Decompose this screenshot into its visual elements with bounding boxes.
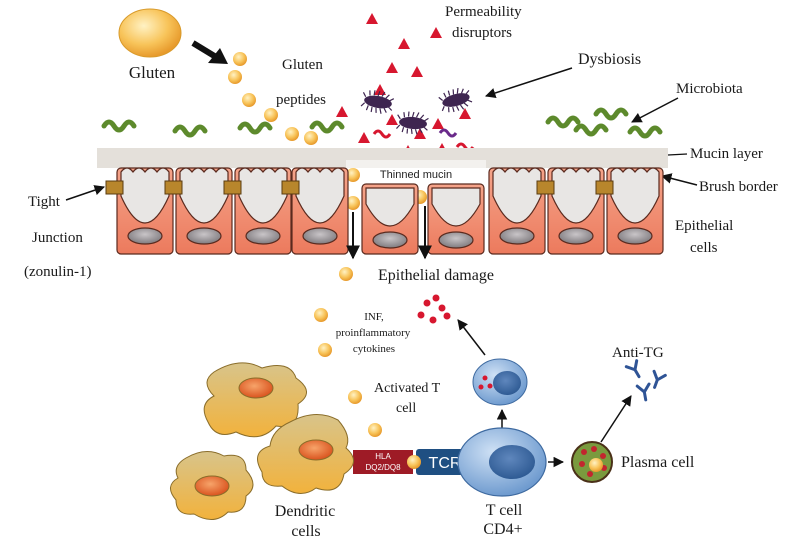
tcr-label: TCR [429,455,462,472]
epithelial-cells [116,167,664,255]
permeability-label-2: disruptors [452,25,512,41]
anti-tg-label: Anti-TG [612,345,664,361]
epithelial-damage-label: Epithelial damage [378,267,494,284]
tight-junction-label-1: Tight [28,194,61,210]
epithelial-cells-label-2: cells [690,240,718,256]
inf-label-2: proinflammatory [336,327,411,339]
gluten-peptides-label-1: Gluten [282,57,323,73]
permeability-label-1: Permeability [445,4,522,20]
activated-t-cell-icon [472,358,528,406]
t-cell-label-1: T cell [486,502,523,519]
t-cell-cd4-icon [457,427,547,497]
tight-junction-label-2: Junction [32,230,83,246]
gluten-blob-icon [118,8,182,58]
tight-junction-label-3: (zonulin-1) [24,264,91,280]
dendritic-cells-icon [170,362,354,520]
dendritic-cells-label-1: Dendritic [275,503,335,520]
dendritic-cells-label-2: cells [291,523,320,540]
anti-tg-antibody-icon [624,359,667,403]
epithelial-cells-label-1: Epithelial [675,218,733,234]
t-cell-label-2: CD4+ [483,521,522,538]
inf-label-1: INF, [364,311,384,323]
presented-peptide-icon [407,455,421,469]
activated-t-cell-label-2: cell [396,401,416,416]
mucin-layer [97,148,668,168]
plasma-cell-label: Plasma cell [621,454,695,471]
gluten-arrow-icon [208,48,228,64]
microbiota-label: Microbiota [676,81,743,97]
hla-label-2: DQ2/DQ8 [365,463,401,472]
activated-t-cell-label-1: Activated T [374,381,441,396]
plasma-cell-icon [571,441,613,483]
cytokines-icon [417,294,451,324]
mucin-layer-label: Mucin layer [690,146,763,162]
brush-border-label: Brush border [699,179,778,195]
gluten-peptides-label-2: peptides [276,92,326,108]
gluten-label: Gluten [129,63,176,82]
thinned-mucin-label: Thinned mucin [380,169,452,181]
dysbiosis-label: Dysbiosis [578,51,641,68]
inf-label-3: cytokines [353,343,395,355]
hla-receptor [353,450,413,474]
hla-label-1: HLA [375,452,391,461]
tight-junction-icon [105,180,614,195]
dysbiosis-bacteria-icon [345,84,475,158]
